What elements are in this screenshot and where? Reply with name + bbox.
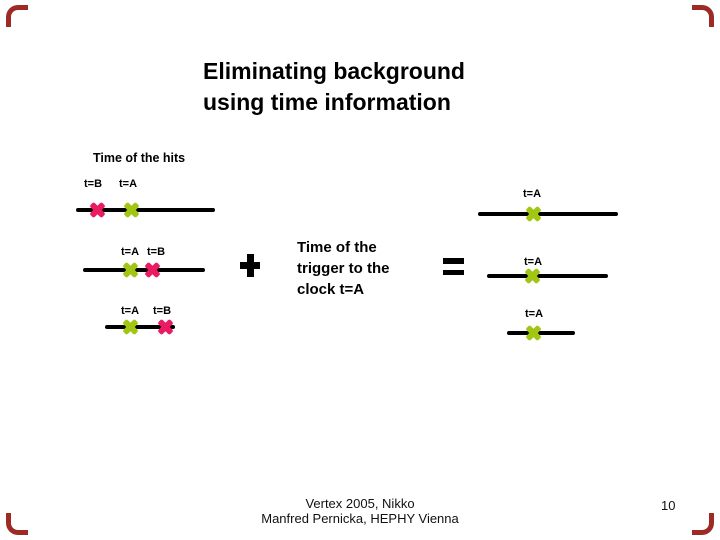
trigger-text-line-1: Time of the — [297, 239, 377, 256]
title-line-2: using time information — [203, 89, 451, 115]
green-x-marker-icon — [525, 324, 542, 341]
green-x-marker-icon — [525, 205, 542, 222]
timeline — [76, 208, 215, 212]
time-label-tB: t=B — [83, 178, 103, 190]
timeline — [105, 325, 175, 329]
trigger-text-line-2: trigger to the — [297, 260, 390, 277]
page-title: Eliminating background using time inform… — [203, 56, 465, 118]
equals-icon — [443, 258, 464, 275]
time-label-tA: t=A — [120, 305, 140, 317]
green-x-marker-icon — [524, 267, 541, 284]
green-x-marker-icon — [123, 201, 140, 218]
pink-x-marker-icon — [89, 201, 106, 218]
time-label-tA: t=A — [522, 188, 542, 200]
time-label-tB: t=B — [152, 305, 172, 317]
trigger-text-line-3: clock t=A — [297, 281, 365, 298]
corner-decoration-bottom-right — [692, 513, 714, 535]
corner-decoration-top-left — [6, 5, 28, 27]
green-x-marker-icon — [122, 261, 139, 278]
pink-x-marker-icon — [144, 261, 161, 278]
trigger-time-text: Time of the trigger to the clock t=A — [297, 237, 390, 300]
hits-heading: Time of the hits — [93, 151, 186, 165]
plus-icon — [240, 254, 260, 277]
time-label-tB: t=B — [146, 246, 166, 258]
corner-decoration-bottom-left — [6, 513, 28, 535]
green-x-marker-icon — [122, 318, 139, 335]
time-label-tA: t=A — [524, 308, 544, 320]
time-label-tA: t=A — [118, 178, 138, 190]
footer-line-1: Vertex 2005, Nikko — [305, 496, 415, 511]
time-label-tA: t=A — [120, 246, 140, 258]
timeline — [478, 212, 618, 216]
title-line-1: Eliminating background — [203, 58, 465, 84]
corner-decoration-top-right — [692, 5, 714, 27]
timeline — [487, 274, 608, 278]
footer-credit: Vertex 2005, Nikko Manfred Pernicka, HEP… — [0, 496, 720, 526]
page-number: 10 — [661, 498, 676, 513]
pink-x-marker-icon — [157, 318, 174, 335]
footer-line-2: Manfred Pernicka, HEPHY Vienna — [261, 511, 459, 526]
time-label-tA: t=A — [523, 256, 543, 268]
